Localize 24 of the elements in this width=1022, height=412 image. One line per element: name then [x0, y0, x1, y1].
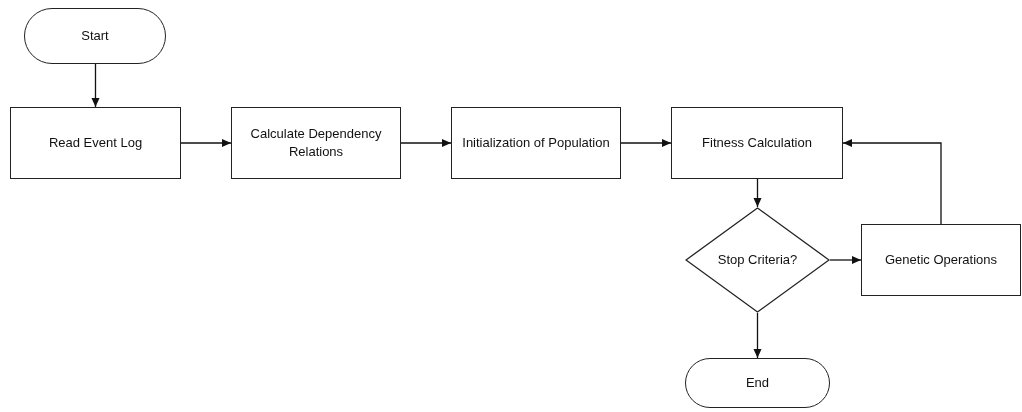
arrow — [91, 63, 100, 108]
arrow — [400, 139, 452, 147]
node-label: Genetic Operations — [885, 251, 997, 269]
arrow — [842, 139, 942, 225]
process-box — [671, 107, 843, 179]
arrow — [753, 312, 762, 359]
node-label: Calculate Dependency Relations — [249, 125, 383, 161]
node-label: Stop Criteria? — [717, 251, 798, 269]
node-label: Start — [81, 27, 109, 45]
terminal-pill — [24, 8, 166, 64]
arrow — [180, 139, 232, 147]
process-box — [10, 107, 181, 179]
node-label: Fitness Calculation — [702, 134, 812, 152]
arrow — [829, 256, 862, 264]
arrow — [753, 178, 762, 208]
process-box — [231, 107, 401, 179]
process-box — [861, 224, 1021, 296]
node-label: Read Event Log — [48, 134, 143, 152]
arrow — [620, 139, 672, 147]
process-box — [451, 107, 621, 179]
node-label: End — [745, 374, 770, 392]
node-label: Initialization of Population — [462, 134, 610, 152]
terminal-pill — [685, 358, 830, 408]
decision-diamond — [685, 207, 830, 313]
